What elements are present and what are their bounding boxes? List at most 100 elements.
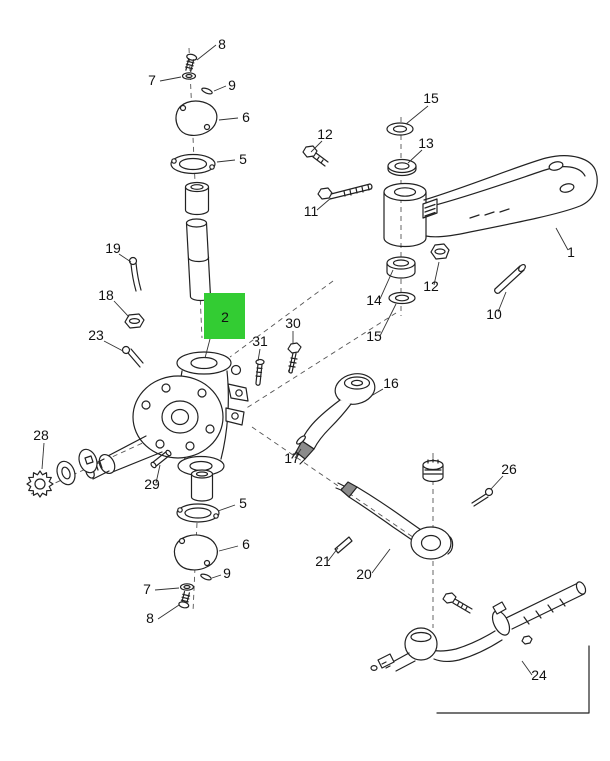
dowel-pin-lower	[200, 573, 212, 581]
leader-line	[154, 587, 180, 591]
callout-10[interactable]: 10	[486, 306, 502, 322]
callout-6-upper[interactable]: 6	[242, 109, 250, 125]
callout-5-upper[interactable]: 5	[239, 151, 247, 167]
callout-21[interactable]: 21	[315, 553, 331, 569]
callout-6-lower[interactable]: 6	[242, 536, 250, 552]
long-bolt-11	[317, 183, 373, 200]
leader-line	[405, 105, 429, 125]
tie-rod-arm	[335, 481, 454, 560]
tie-rod-end-assembly	[370, 581, 587, 672]
leader-line	[521, 660, 533, 676]
leader-line	[218, 545, 239, 552]
taper-pin-17	[296, 435, 306, 445]
lower-gasket	[176, 503, 220, 523]
upper-cover-plate	[175, 100, 218, 136]
callout-2-selected[interactable]: 2	[221, 309, 229, 325]
kingpin	[185, 218, 212, 302]
callout-7-lower[interactable]: 7	[143, 581, 151, 597]
callout-30[interactable]: 30	[285, 315, 301, 331]
leader-line	[371, 548, 391, 574]
lower-kingpin-bushing	[190, 469, 214, 502]
castle-nut-26	[422, 458, 444, 483]
leader-line	[213, 85, 227, 92]
dowel-pin-upper	[201, 87, 213, 95]
leader-line	[379, 269, 394, 300]
upper-kingpin-bushing	[184, 181, 210, 216]
callout-7-upper[interactable]: 7	[148, 72, 156, 88]
stop-pin-29	[150, 449, 172, 469]
leader-line	[218, 117, 239, 121]
stud-31	[255, 358, 265, 386]
leader-line	[118, 253, 132, 263]
leader-line	[370, 388, 384, 397]
callout-15-lower[interactable]: 15	[366, 328, 382, 344]
leader-line	[310, 140, 323, 153]
leader-line	[196, 44, 217, 61]
lock-washer-15-upper	[386, 122, 414, 136]
callout-31[interactable]: 31	[252, 333, 268, 349]
callout-12-upper[interactable]: 12	[317, 126, 333, 142]
key-21	[334, 536, 353, 554]
group-bracket	[436, 645, 590, 714]
leader-line	[157, 604, 180, 620]
leader-lines	[41, 44, 569, 676]
leader-line	[490, 475, 504, 490]
leader-line	[211, 574, 222, 579]
leader-line	[379, 303, 397, 337]
leader-line	[159, 76, 182, 82]
callout-29[interactable]: 29	[144, 476, 160, 492]
selected-part-highlight[interactable]	[204, 293, 245, 339]
draw-key	[494, 263, 526, 294]
callout-20[interactable]: 20	[356, 566, 372, 582]
callout-9-upper[interactable]: 9	[228, 77, 236, 93]
callout-17[interactable]: 17	[284, 450, 300, 466]
lock-washer-upper	[181, 72, 197, 80]
cotter-pin-23	[121, 345, 144, 368]
callout-11[interactable]: 11	[304, 203, 319, 219]
callout-18[interactable]: 18	[98, 287, 114, 303]
callout-12-lower[interactable]: 12	[423, 278, 439, 294]
leader-line	[216, 159, 236, 163]
cap-screw-upper	[185, 53, 198, 72]
assembly-axis-line	[251, 426, 427, 547]
hex-bolt-30	[287, 342, 302, 374]
leader-line	[41, 442, 45, 470]
cotter-pin-26	[471, 487, 494, 507]
hex-bolt-upper	[302, 145, 329, 167]
leader-line	[113, 300, 130, 318]
lock-washer-lower	[179, 583, 195, 591]
spindle-washer-stack	[26, 448, 98, 498]
flat-washer-13	[387, 158, 417, 177]
callout-19[interactable]: 19	[105, 240, 121, 256]
callout-24[interactable]: 24	[531, 667, 547, 683]
leader-line	[327, 547, 339, 562]
callout-26[interactable]: 26	[501, 461, 517, 477]
callout-8-lower[interactable]: 8	[146, 610, 154, 626]
leader-line	[497, 291, 507, 313]
callout-5-lower[interactable]: 5	[239, 495, 247, 511]
callout-labels: 8 7 9 6 5 12 15 13 11 1 19 18 14 12 10 1…	[33, 36, 575, 683]
leader-line	[257, 348, 261, 362]
callout-14[interactable]: 14	[366, 292, 382, 308]
callout-13[interactable]: 13	[418, 135, 434, 151]
leader-line	[155, 464, 161, 484]
callout-28[interactable]: 28	[33, 427, 49, 443]
callout-9-lower[interactable]: 9	[223, 565, 231, 581]
steering-arm	[291, 373, 376, 465]
assembly-axis-line	[229, 280, 334, 358]
lower-cover-plate	[173, 534, 218, 571]
leader-line	[294, 448, 302, 459]
callout-8-upper[interactable]: 8	[218, 36, 226, 52]
upper-gasket	[170, 153, 216, 175]
leader-line	[433, 261, 440, 286]
callout-23[interactable]: 23	[88, 327, 104, 343]
callout-1[interactable]: 1	[567, 244, 575, 260]
callout-16[interactable]: 16	[383, 375, 399, 391]
callout-15-upper[interactable]: 15	[423, 90, 439, 106]
leader-line	[204, 338, 211, 359]
leader-line	[316, 197, 332, 211]
assembly-axis-line	[244, 312, 397, 410]
cotter-pin-19	[128, 256, 142, 292]
